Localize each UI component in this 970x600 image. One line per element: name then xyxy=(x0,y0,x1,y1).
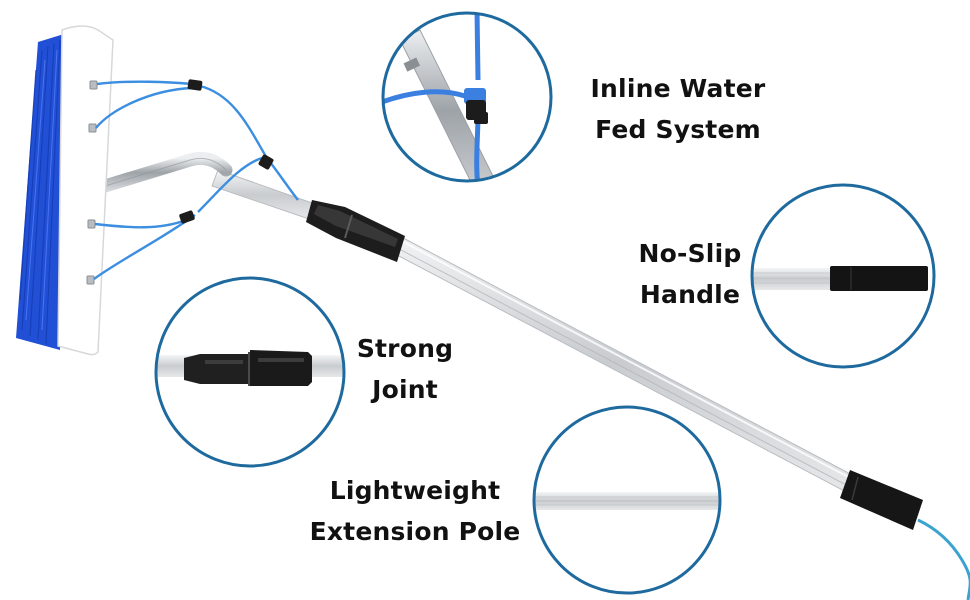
label-line: No-Slip xyxy=(638,239,742,268)
label-line: Fed System xyxy=(595,115,761,144)
label-no-slip-handle: No-Slip Handle xyxy=(620,233,760,315)
end-grip xyxy=(840,470,970,600)
label-lightweight-extension-pole: Lightweight Extension Pole xyxy=(295,470,535,552)
hose-connectors xyxy=(179,79,274,224)
joint-collar xyxy=(306,200,405,262)
label-line: Inline Water xyxy=(590,74,766,103)
label-line: Lightweight xyxy=(329,476,501,505)
callout-no-slip xyxy=(750,183,936,369)
callout-inline-water xyxy=(381,11,553,183)
label-strong-joint: Strong Joint xyxy=(340,328,470,410)
label-line: Joint xyxy=(372,375,438,404)
brush-head xyxy=(16,25,114,356)
label-inline-water-fed-system: Inline Water Fed System xyxy=(568,68,788,150)
label-line: Strong xyxy=(356,334,454,363)
callout-strong-joint xyxy=(154,276,346,468)
label-line: Extension Pole xyxy=(309,517,521,546)
label-line: Handle xyxy=(639,280,741,309)
extension-pole xyxy=(211,169,859,495)
callout-lightweight xyxy=(532,405,722,595)
